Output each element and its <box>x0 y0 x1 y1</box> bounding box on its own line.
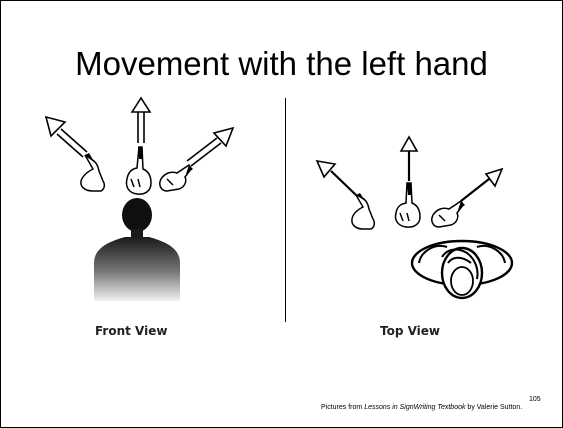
credit-prefix: Pictures from <box>321 404 364 411</box>
arrow-up-right-icon <box>461 169 502 201</box>
front-view-caption: Front View <box>95 324 167 338</box>
top-view-caption: Top View <box>380 324 440 338</box>
hand-pointing-right-icon <box>432 201 465 227</box>
credit-suffix: by Valerie Sutton. <box>465 404 522 411</box>
hand-pointing-left-icon <box>352 193 374 229</box>
page-number: 105 <box>529 396 541 403</box>
arrow-up-icon <box>401 137 417 181</box>
hand-pointing-up-icon <box>395 183 420 227</box>
image-credit: Pictures from Lessons in SignWriting Tex… <box>321 404 522 411</box>
top-view-illustration <box>1 1 563 341</box>
arrow-up-left-icon <box>317 161 356 195</box>
credit-source: Lessons in SignWriting Textbook <box>364 404 465 411</box>
head-top-view-icon <box>412 241 512 298</box>
